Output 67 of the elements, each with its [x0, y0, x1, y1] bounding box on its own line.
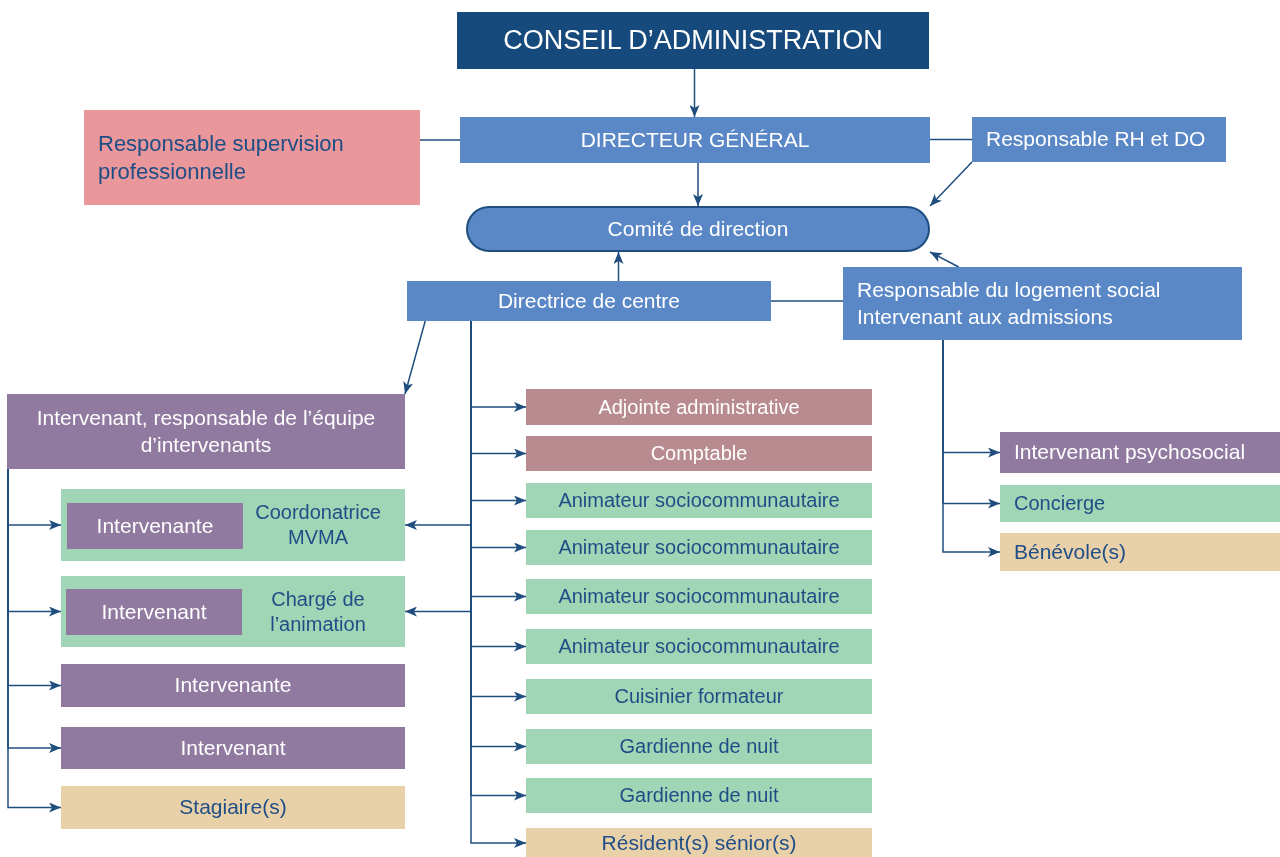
role-label: Comité de direction	[607, 215, 789, 242]
role-box	[61, 576, 405, 647]
role-label: Bénévole(s)	[1014, 538, 1127, 565]
role-box	[61, 664, 405, 707]
connector-arrow	[942, 339, 1001, 557]
role-label: Intervenant	[101, 598, 207, 625]
role-box	[66, 589, 242, 635]
role-label: Gardienne de nuit	[619, 783, 779, 808]
role-box	[61, 489, 405, 561]
role-box	[526, 579, 872, 614]
role-label: Directrice de centre	[497, 287, 681, 314]
role-label: Résident(s) sénior(s)	[601, 829, 797, 856]
role-label: CONSEIL D’ADMINISTRATION	[503, 23, 883, 57]
role-label: Animateur sociocommunautaire	[558, 584, 840, 609]
role-box	[526, 729, 872, 764]
role-box	[526, 389, 872, 425]
role-label: Responsable du logement social	[857, 277, 1161, 304]
role-label: Intervenant, responsable de l’équipe d’intervenants	[35, 405, 377, 458]
role-box	[84, 110, 420, 205]
role-box	[526, 828, 872, 857]
role-label: Intervenant	[180, 734, 286, 761]
role-label: DIRECTEUR GÉNÉRAL	[580, 126, 810, 153]
role-label: Gardienne de nuit	[619, 734, 779, 759]
role-box	[526, 679, 872, 714]
role-label: Intervenante	[174, 672, 292, 699]
role-box	[526, 530, 872, 565]
role-box	[457, 12, 929, 69]
connector-arrow	[693, 162, 703, 207]
role-box	[526, 629, 872, 664]
role-box	[61, 786, 405, 829]
role-label: Cuisinier formateur	[614, 684, 784, 709]
role-label: Intervenant psychosocial	[1014, 439, 1246, 466]
role-label: Comptable	[650, 441, 748, 466]
role-box	[972, 117, 1226, 162]
role-box	[407, 281, 771, 321]
role-label: Intervenante	[96, 512, 214, 539]
role-label: Animateur sociocommunautaire	[558, 634, 840, 659]
role-label: Coordonatrice MVMA	[254, 500, 382, 550]
connector-arrow	[929, 161, 973, 207]
role-label: Intervenant aux admissions	[857, 303, 1113, 330]
role-box	[61, 727, 405, 769]
connector-line	[770, 300, 844, 302]
role-label: Responsable RH et DO	[986, 126, 1206, 153]
role-label: Concierge	[1014, 491, 1106, 516]
connector-arrow	[689, 68, 700, 118]
role-box	[7, 394, 405, 469]
role-label: Animateur sociocommunautaire	[558, 488, 840, 513]
role-box	[843, 267, 1242, 340]
role-box	[526, 436, 872, 471]
role-box	[460, 117, 930, 163]
connector-line	[419, 139, 461, 141]
role-box	[1000, 432, 1280, 473]
role-label: Animateur sociocommunautaire	[558, 535, 840, 560]
role-box	[1000, 533, 1280, 571]
role-label: Chargé de l’animation	[269, 586, 367, 637]
role-box	[526, 778, 872, 813]
role-label: Stagiaire(s)	[179, 794, 287, 821]
committee-pill	[466, 206, 930, 252]
role-label: Adjointe administrative	[598, 394, 800, 420]
role-box	[67, 503, 243, 549]
connector-line	[929, 138, 973, 141]
role-box	[526, 483, 872, 518]
connector-arrow	[929, 251, 960, 268]
role-label: Responsable supervision professionnelle	[98, 130, 345, 185]
connector-arrow	[613, 251, 624, 282]
connector-arrow	[403, 320, 426, 395]
role-box	[1000, 485, 1280, 522]
